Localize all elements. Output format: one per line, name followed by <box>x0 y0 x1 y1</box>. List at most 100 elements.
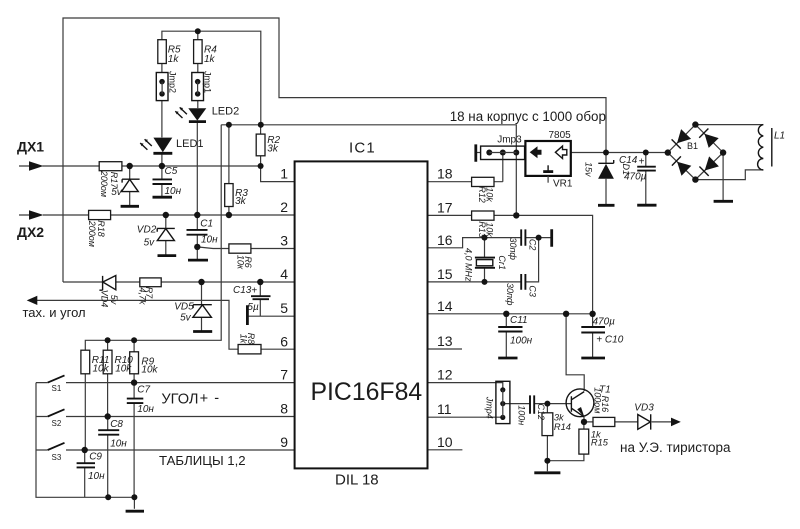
svg-text:1k: 1k <box>204 54 216 65</box>
svg-text:10k: 10k <box>115 363 132 374</box>
svg-text:3k: 3k <box>267 144 279 155</box>
svg-text:470µ: 470µ <box>593 317 616 328</box>
svg-text:10k: 10k <box>93 363 110 374</box>
svg-text:R9: R9 <box>141 357 154 368</box>
svg-text:7: 7 <box>280 367 288 383</box>
svg-text:3k: 3k <box>554 413 565 423</box>
svg-text:S1: S1 <box>52 384 62 393</box>
svg-text:PIC16F84: PIC16F84 <box>311 379 423 406</box>
svg-text:470µ: 470µ <box>624 171 647 182</box>
svg-text:C13: C13 <box>233 285 252 296</box>
svg-text:R4: R4 <box>204 45 217 56</box>
svg-text:4: 4 <box>280 266 288 282</box>
svg-text:Т1: Т1 <box>599 385 611 396</box>
svg-text:10н: 10н <box>137 404 154 415</box>
svg-text:5v: 5v <box>144 238 156 249</box>
svg-text:10k: 10k <box>485 222 495 237</box>
svg-text:100н: 100н <box>517 405 527 425</box>
svg-text:C5: C5 <box>165 166 178 177</box>
svg-text:3: 3 <box>280 232 288 248</box>
svg-text:11: 11 <box>437 401 452 417</box>
svg-text:100ом: 100ом <box>592 387 602 413</box>
svg-text:B1: B1 <box>687 141 698 151</box>
svg-text:15: 15 <box>437 266 453 282</box>
svg-text:10н: 10н <box>165 186 182 197</box>
svg-text:Jmp1: Jmp1 <box>203 71 213 93</box>
svg-text:C14: C14 <box>619 155 638 166</box>
svg-text:R14: R14 <box>554 422 571 432</box>
svg-text:R16: R16 <box>600 396 610 413</box>
svg-text:10k: 10k <box>485 187 495 202</box>
svg-text:17: 17 <box>437 199 453 215</box>
svg-text:1k: 1k <box>238 334 248 344</box>
svg-text:8: 8 <box>280 401 288 417</box>
svg-text:R3: R3 <box>235 188 248 199</box>
svg-text:R18: R18 <box>96 220 106 237</box>
svg-text:15v: 15v <box>584 162 594 177</box>
svg-text:5: 5 <box>280 300 288 316</box>
svg-text:Jmp2: Jmp2 <box>168 71 178 93</box>
svg-text:5µ: 5µ <box>247 302 259 313</box>
svg-text:Jmp4: Jmp4 <box>484 396 494 419</box>
svg-text:DIL 18: DIL 18 <box>335 472 379 489</box>
svg-text:R5: R5 <box>168 45 181 56</box>
svg-text:R13: R13 <box>477 221 487 238</box>
svg-text:4,7k: 4,7k <box>138 287 148 305</box>
svg-text:5v: 5v <box>180 313 192 324</box>
svg-text:ДХ2: ДХ2 <box>17 224 44 240</box>
svg-text:VR1: VR1 <box>553 179 573 190</box>
svg-text:R8: R8 <box>246 333 256 345</box>
svg-text:VD4: VD4 <box>100 290 110 308</box>
svg-text:LED1: LED1 <box>176 138 204 150</box>
svg-text:R15: R15 <box>591 438 609 448</box>
svg-text:C3: C3 <box>528 285 538 297</box>
svg-text:12: 12 <box>437 367 453 383</box>
svg-text:1k: 1k <box>591 429 602 439</box>
svg-text:100н: 100н <box>510 336 533 347</box>
svg-text:18: 18 <box>437 166 453 182</box>
svg-text:C11: C11 <box>510 315 528 326</box>
svg-text:14: 14 <box>437 298 453 314</box>
svg-text:R17: R17 <box>109 172 119 190</box>
svg-text:L1: L1 <box>774 131 785 142</box>
svg-text:13: 13 <box>437 333 453 349</box>
svg-text:тах. и угол: тах. и угол <box>23 305 86 320</box>
svg-text:R11: R11 <box>92 355 110 366</box>
svg-text:ДХ1: ДХ1 <box>17 139 44 155</box>
svg-text:S3: S3 <box>52 453 62 462</box>
svg-text:Cr1: Cr1 <box>497 255 507 270</box>
svg-text:+: + <box>639 157 645 168</box>
svg-text:10к: 10к <box>235 255 245 270</box>
svg-text:ТАБЛИЦЫ 1,2: ТАБЛИЦЫ 1,2 <box>159 453 246 468</box>
svg-text:S2: S2 <box>52 419 62 428</box>
svg-text:16: 16 <box>437 232 453 248</box>
svg-text:C7: C7 <box>137 385 150 396</box>
svg-text:D1: D1 <box>621 164 631 176</box>
svg-text:10н: 10н <box>201 235 218 246</box>
svg-text:2: 2 <box>280 199 288 215</box>
svg-text:C9: C9 <box>89 452 102 463</box>
svg-text:4,0 МНz: 4,0 МНz <box>463 248 473 282</box>
svg-text:18 на корпус с 1000 обор: 18 на корпус с 1000 обор <box>450 109 606 124</box>
svg-text:+: + <box>200 391 209 407</box>
svg-text:10н: 10н <box>88 471 105 482</box>
svg-text:R7: R7 <box>144 287 154 299</box>
svg-text:C8: C8 <box>110 419 123 430</box>
svg-text:Jmp3: Jmp3 <box>497 134 522 145</box>
svg-text:30пф: 30пф <box>508 237 518 260</box>
svg-text:R6: R6 <box>243 256 253 268</box>
svg-text:C2: C2 <box>527 239 537 251</box>
svg-text:6: 6 <box>280 333 288 349</box>
svg-text:5v: 5v <box>109 295 119 305</box>
svg-text:1: 1 <box>280 166 288 182</box>
svg-text:C1: C1 <box>200 219 213 230</box>
svg-text:5v: 5v <box>111 187 123 198</box>
svg-text:УГОЛ: УГОЛ <box>161 392 198 408</box>
svg-text:3k: 3k <box>235 196 247 207</box>
svg-text:9: 9 <box>280 434 288 450</box>
svg-text:R10: R10 <box>115 355 134 366</box>
svg-text:VD3: VD3 <box>634 403 654 414</box>
svg-text:30пф: 30пф <box>505 283 515 306</box>
svg-text:7805: 7805 <box>549 130 572 141</box>
svg-text:IC1: IC1 <box>349 140 376 157</box>
